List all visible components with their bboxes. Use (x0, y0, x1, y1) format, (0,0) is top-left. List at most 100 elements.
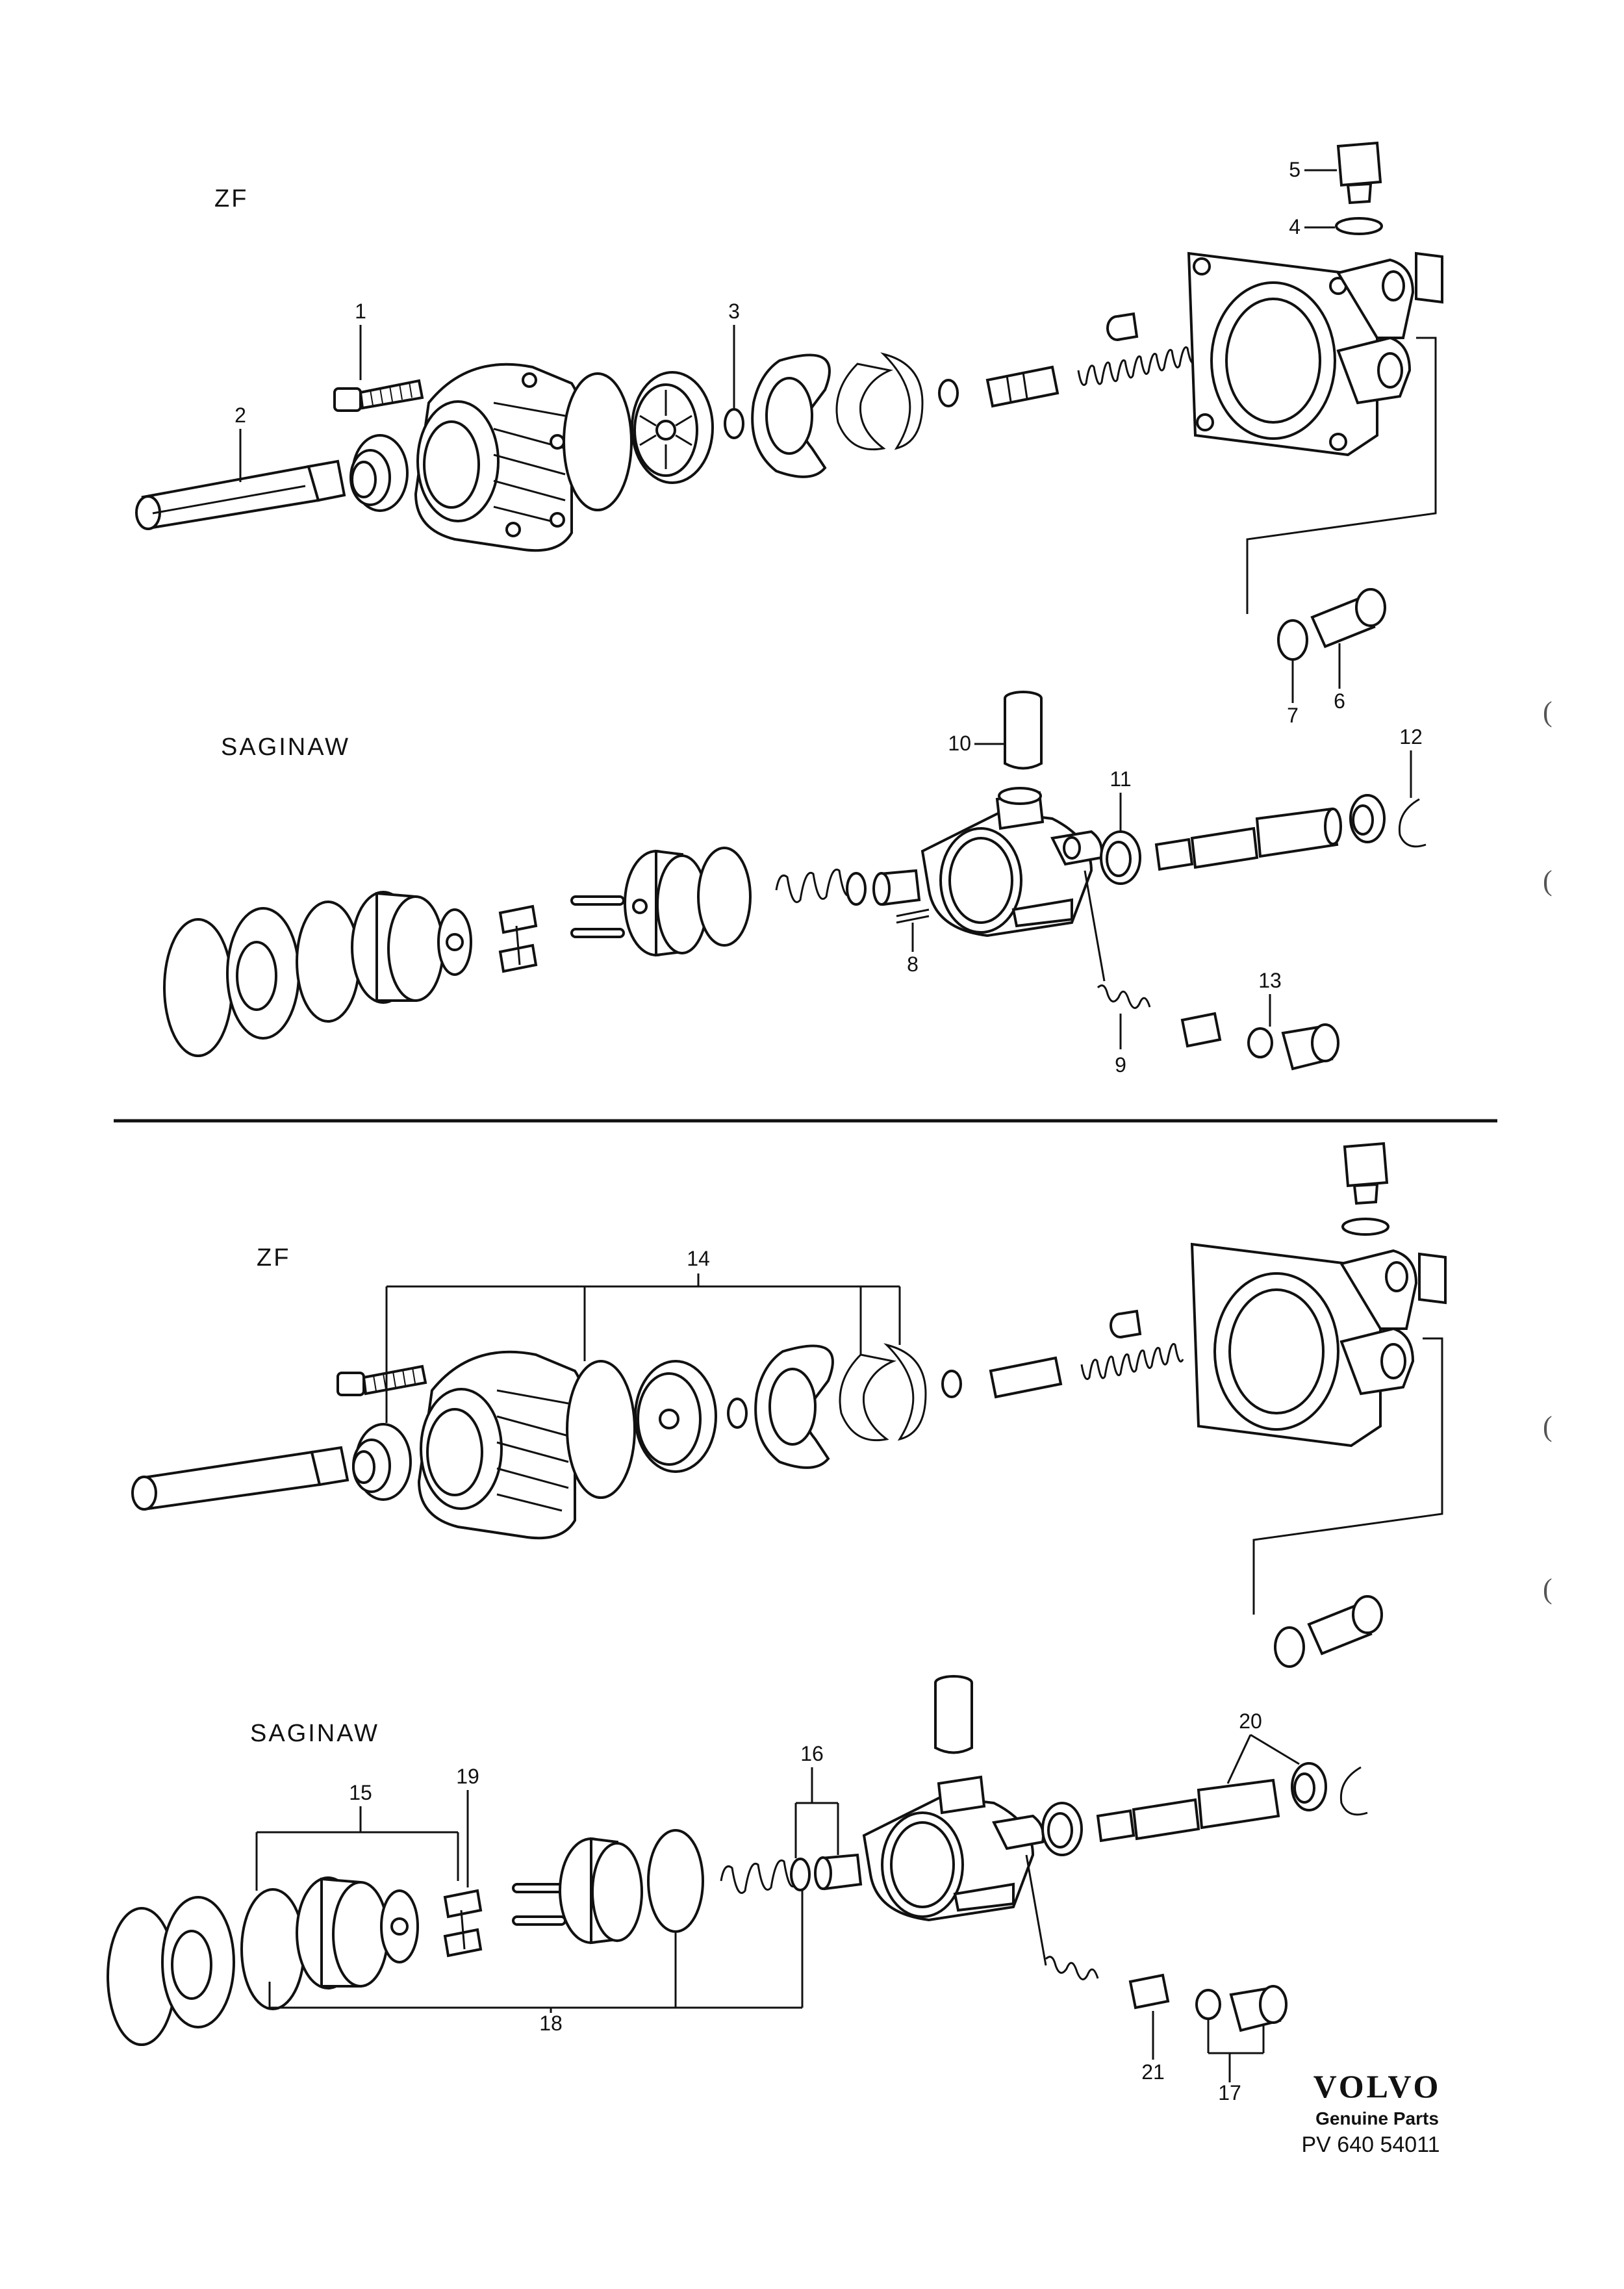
part-shaft-b (131, 1446, 349, 1511)
zf-bottom-assembly: ZF (131, 1142, 1447, 1668)
callout-21: 21 (1141, 2060, 1165, 2084)
callout-9: 9 (1115, 1053, 1126, 1077)
callout-8: 8 (907, 953, 919, 976)
part-washer-3 (724, 408, 744, 439)
part-union-5 (1336, 141, 1382, 205)
part-pump-housing (414, 363, 579, 552)
leader-20 (1226, 1733, 1300, 1784)
part-o-ring-saginaw (296, 901, 361, 1023)
brand-subtitle: Genuine Parts (1315, 2108, 1439, 2129)
part-vanes-b (443, 1889, 483, 1958)
callout-3: 3 (728, 300, 740, 323)
part-washer-b3 (1195, 1989, 1221, 2020)
part-seal-7 (1277, 619, 1308, 661)
part-shaft-saginaw-b (1096, 1778, 1280, 1843)
callout-7: 7 (1287, 704, 1299, 727)
callout-13: 13 (1258, 969, 1282, 992)
leader-bracket-b (1252, 1337, 1443, 1615)
part-o-ring-b4 (647, 1829, 704, 1933)
part-retaining-ring (163, 918, 233, 1057)
part-snap-ring-12 (1398, 798, 1427, 848)
leader-15 (255, 1806, 459, 1891)
leader-16 (794, 1767, 839, 1858)
part-union-b (1343, 1142, 1389, 1205)
part-rotor-plate-b (634, 1360, 717, 1473)
brand-logo: VOLVO (1313, 2068, 1441, 2104)
part-o-ring-b (566, 1360, 636, 1499)
part-spool (938, 365, 1059, 408)
part-flow-valve (872, 869, 921, 906)
margin-marks: ( ( ( ( (1543, 696, 1553, 1605)
part-small-ring-b (790, 1858, 811, 1891)
callout-5: 5 (1289, 158, 1300, 181)
part-end-cover (226, 907, 300, 1040)
callout-16: 16 (800, 1742, 824, 1765)
part-plug (1106, 312, 1139, 341)
leader-18 (268, 1891, 804, 2013)
section-label-zf-bottom: ZF (257, 1244, 290, 1272)
part-tube-10 (1004, 691, 1043, 770)
part-pins (570, 895, 625, 938)
zf-top-assembly: ZF (135, 141, 1443, 727)
callout-11: 11 (1110, 767, 1131, 791)
part-o-ring-b3 (240, 1888, 305, 2010)
callout-10: 10 (948, 732, 971, 755)
part-cam-ring-b (754, 1344, 834, 1469)
callout-1: 1 (355, 300, 366, 323)
callout-15: 15 (349, 1781, 372, 1804)
part-spring-b (1080, 1343, 1184, 1380)
part-spring-saginaw (775, 868, 852, 903)
part-fitting-b (1307, 1595, 1383, 1656)
margin-mark: ( (1543, 865, 1553, 897)
part-vanes (498, 904, 538, 973)
part-bearing-saginaw (1349, 794, 1386, 843)
part-gasket (1415, 251, 1443, 304)
part-shaft (135, 459, 346, 530)
margin-mark: ( (1543, 1411, 1553, 1442)
part-relief-ball (1180, 1012, 1222, 1048)
part-code: PV 640 54011 (1302, 2132, 1440, 2157)
leader-bracket-6-7 (1246, 337, 1437, 614)
part-shaft-saginaw (1154, 807, 1342, 871)
part-pins-b (512, 1883, 566, 1926)
part-rotor-plate (631, 371, 714, 484)
part-o-ring (563, 372, 633, 511)
part-pressure-plate (351, 891, 444, 1004)
margin-mark: ( (1543, 696, 1553, 728)
callout-2: 2 (235, 403, 246, 427)
part-small-ring (846, 872, 867, 906)
part-spring-b2 (720, 1859, 797, 1894)
margin-mark: ( (1543, 1573, 1553, 1605)
part-end-cover-b (161, 1896, 235, 2028)
part-washer-4 (1335, 217, 1383, 235)
part-relief-spring-b (1045, 1956, 1099, 1980)
part-valve-body (1187, 251, 1415, 457)
part-seal-11 (1100, 830, 1141, 885)
part-spool-b (941, 1356, 1063, 1399)
callout-20: 20 (1239, 1709, 1262, 1733)
part-cam-ring (751, 353, 831, 478)
saginaw-bottom-assembly: SAGINAW (107, 1675, 1368, 2104)
part-plug-b (1110, 1309, 1142, 1338)
part-spring (1077, 346, 1197, 386)
part-seal-b2 (1041, 1802, 1083, 1856)
brand-block: VOLVO Genuine Parts PV 640 54011 (1302, 2068, 1441, 2157)
part-washer-b (727, 1398, 748, 1429)
callout-4: 4 (1289, 215, 1300, 238)
part-bearing-saginaw-b (1291, 1762, 1327, 1811)
part-fitting-b2 (1229, 1985, 1288, 2032)
part-relief-ball-b (1128, 1973, 1170, 2010)
part-tube-b (934, 1675, 973, 1754)
leader-relief-b (1025, 1854, 1047, 1966)
part-bearing (349, 434, 409, 512)
callout-19: 19 (456, 1765, 479, 1788)
leader-14 (385, 1273, 901, 1423)
callout-6: 6 (1334, 689, 1345, 713)
part-washer-b2 (1341, 1218, 1389, 1236)
part-pump-housing-b (417, 1350, 583, 1540)
part-flow-valve-b (814, 1853, 863, 1891)
part-pressure-plate-b (296, 1876, 389, 1989)
section-label-saginaw-bottom: SAGINAW (250, 1720, 379, 1747)
part-valve-body-b (1190, 1242, 1418, 1448)
